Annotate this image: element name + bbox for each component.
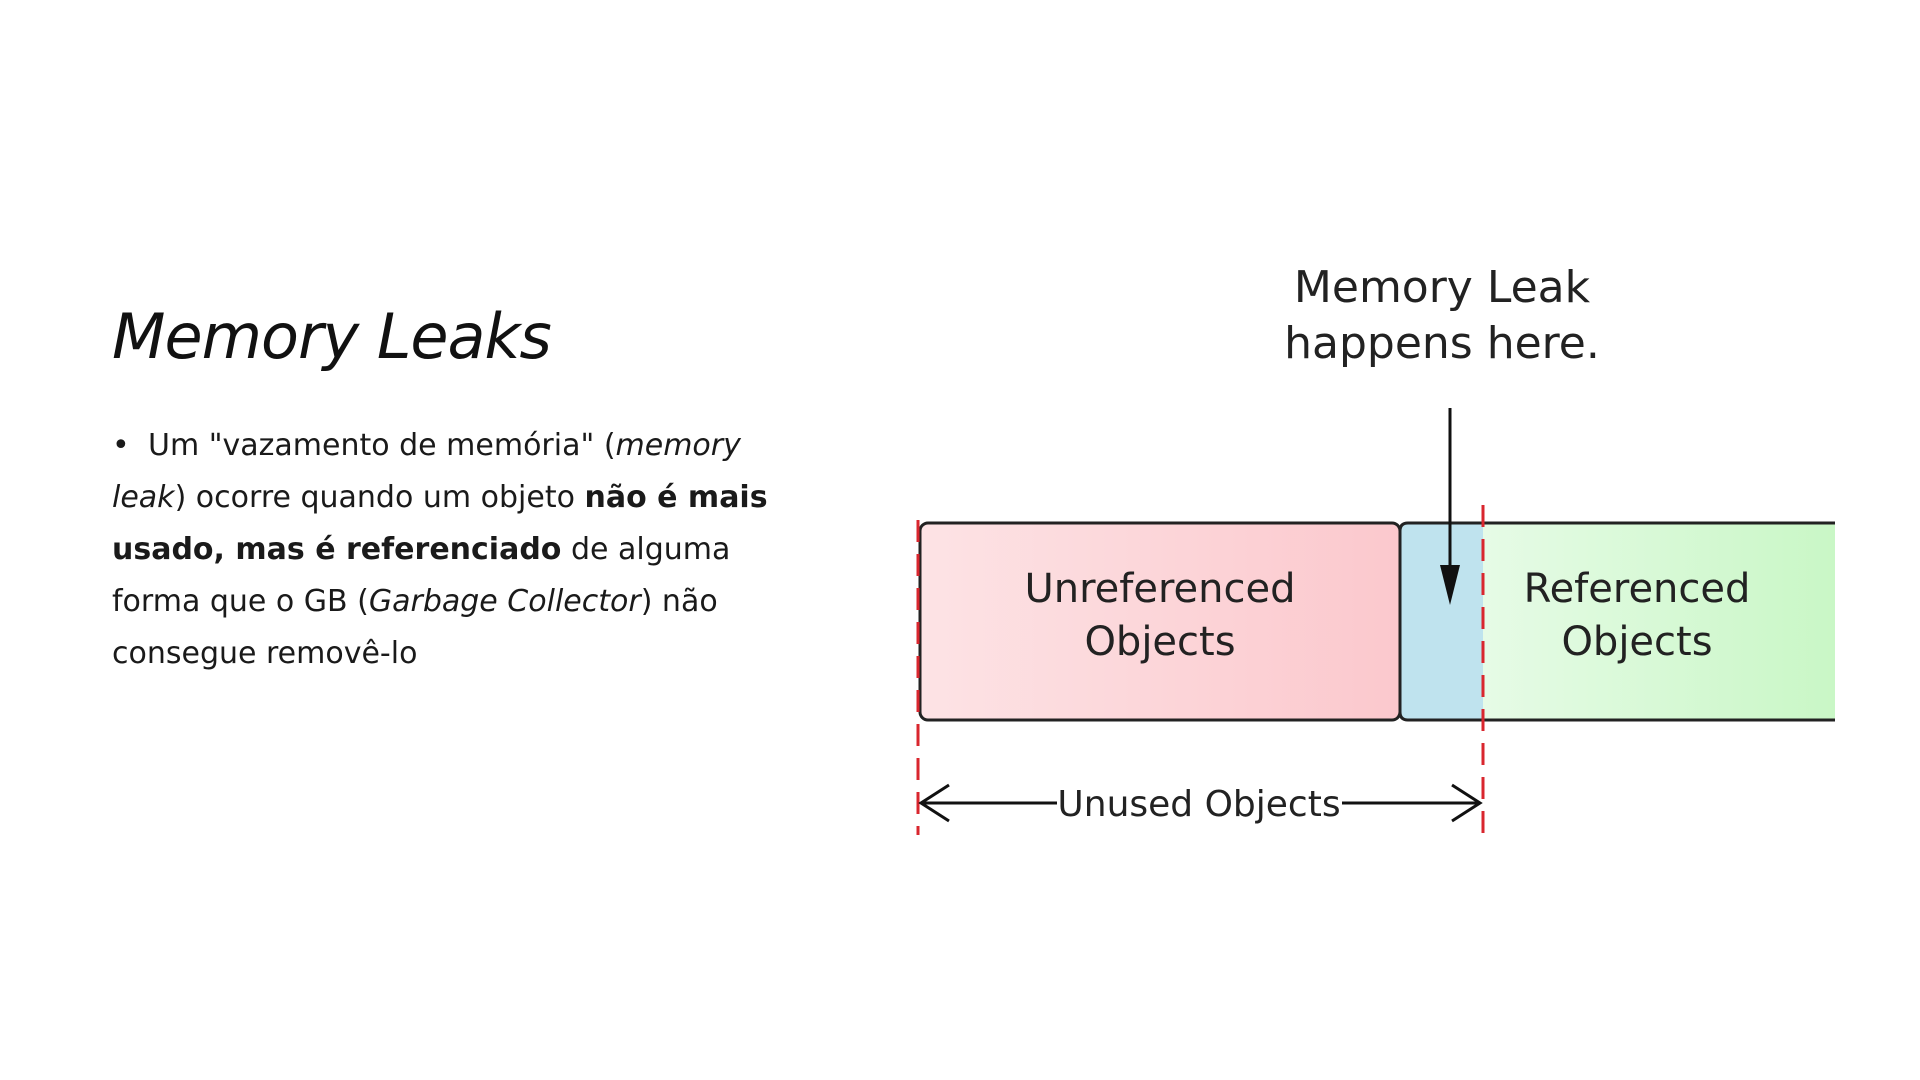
bullet-text-4: ) não consegue removê-lo [112,584,718,671]
leak-arrow-head [1440,565,1460,605]
leak-region [1400,523,1483,720]
memory-leak-diagram: Memory Leak happens here. Unreferenced O… [905,240,1835,850]
referenced-label-line-2: Objects [1561,619,1712,665]
referenced-objects-box [1483,523,1835,720]
annotation-line-1: Memory Leak [1294,262,1591,313]
unused-objects-label: Unused Objects [1057,784,1340,825]
bullet-list: • Um "vazamento de memória" (memory leak)… [112,420,802,680]
bullet-text-2: ) ocorre quando um objeto [174,480,585,515]
bullet-item: • Um "vazamento de memória" (memory leak)… [112,420,802,680]
slide-title: Memory Leaks [112,300,552,373]
bullet-text-memory-leak: memory leak [112,428,741,515]
unreferenced-label-line-2: Objects [1084,619,1235,665]
bullet-text-garbage-collector: Garbage Collector [368,584,641,619]
bullet-text-3: de alguma forma que o GB ( [112,532,731,619]
bullet-text-1: Um "vazamento de memória" ( [148,428,616,463]
diagram-svg: Memory Leak happens here. Unreferenced O… [916,262,1835,835]
annotation-line-2: happens here. [1284,318,1600,369]
bullet-marker: • [112,428,130,463]
bullet-text-emphasis: não é mais usado, mas é referenciado [112,480,768,567]
referenced-label-line-1: Referenced [1524,566,1751,612]
unused-span-arrow-left [918,783,950,823]
right-region-outline [1398,521,1835,722]
unused-span-arrow-right [1451,783,1483,823]
unreferenced-label-line-1: Unreferenced [1024,566,1295,612]
